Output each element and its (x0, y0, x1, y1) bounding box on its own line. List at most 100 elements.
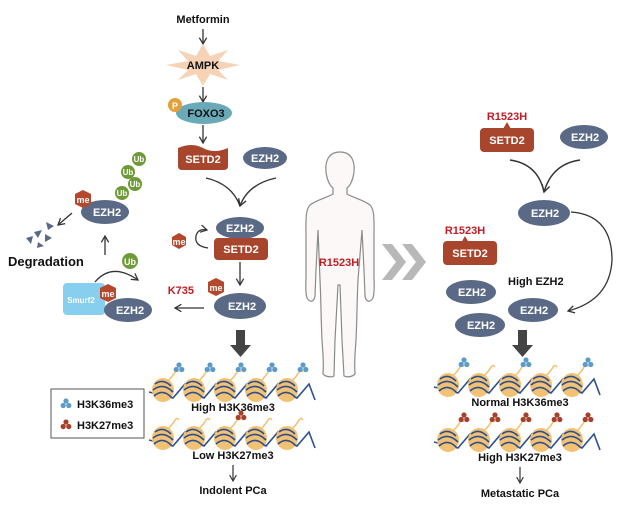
nucleosome-icon (213, 377, 237, 403)
nucleosome-icon (436, 372, 460, 398)
setd2-mid-node (443, 241, 497, 265)
histone-tail (228, 417, 242, 431)
curve-to-high-ezh2 (566, 211, 613, 314)
ub-badge-smurf2 (122, 253, 138, 269)
merge-curve-right (237, 177, 277, 208)
h3k27me3-mark-icon (582, 412, 594, 423)
histone-tail (513, 419, 527, 433)
dna-strand (148, 382, 316, 401)
chromatin-left-top (148, 362, 316, 403)
histone-tail (575, 419, 589, 433)
metastatic-pca-label: Metastatic PCa (481, 488, 560, 500)
histone-tail (575, 364, 589, 378)
ezh2-c-node (455, 313, 505, 337)
nucleosome-icon (467, 372, 491, 398)
ub-label-3: Ub (123, 168, 134, 177)
methylation-cycle-arrow (195, 224, 209, 249)
high-h3k36me3-label: High H3K36me3 (191, 402, 275, 414)
nucleosome-icon (213, 425, 237, 451)
histone-tail (197, 369, 211, 383)
nucleosome-icon (529, 427, 553, 453)
merge-curve-right-b (541, 159, 581, 194)
h3k36me3-mark-icon (582, 357, 594, 368)
me-hexagon-k735 (208, 278, 224, 296)
histone-tail (544, 419, 558, 433)
ezh2-b-label: EZH2 (520, 305, 548, 317)
me-label-cycle: me (172, 237, 185, 247)
human-mutation-label: R1523H (319, 257, 359, 269)
degraded-ezh2-node (81, 200, 129, 224)
complex-setd2-node (214, 238, 268, 260)
arrow-to-degradation (57, 212, 73, 226)
complex-ezh2-node (216, 217, 264, 239)
ezh2-top-label: EZH2 (571, 132, 599, 144)
normal-h3k36me3-label: Normal H3K36me3 (471, 397, 568, 409)
h3k36me3-mark-icon (266, 362, 278, 373)
phospho-label: P (172, 101, 178, 111)
ampk-label: AMPK (187, 60, 219, 72)
ub-label-4: Ub (134, 155, 145, 164)
nucleosome-icon (560, 372, 584, 398)
double-chevron-icon (382, 244, 426, 280)
nucleosome-icon (182, 425, 206, 451)
nucleosome-icon (498, 427, 522, 453)
me-label-k735: me (209, 283, 222, 293)
nucleosome-icon (244, 377, 268, 403)
degradation-label: Degradation (8, 254, 84, 269)
high-h3k27me3-label: High H3K27me3 (478, 452, 562, 464)
histone-tail (451, 419, 465, 433)
k735-label: K735 (168, 285, 194, 297)
histone-tail (513, 364, 527, 378)
nucleosome-icon (498, 372, 522, 398)
ub-chain-3 (121, 165, 135, 179)
me-hexagon-cycle (172, 233, 186, 249)
setd2-node (178, 145, 228, 170)
histone-tail (259, 417, 273, 431)
smurf2-label: Smurf2 (67, 296, 95, 305)
low-h3k27me3-label: Low H3K27me3 (192, 450, 273, 462)
setd2-label: SETD2 (185, 154, 220, 166)
me-label-smurf2: me (101, 289, 114, 299)
nucleosome-icon (436, 427, 460, 453)
methylated-ezh2-node (214, 293, 266, 319)
me-hexagon-smurf2 (100, 284, 116, 302)
big-down-arrow-left (230, 330, 251, 357)
degraded-ezh2-label: EZH2 (93, 207, 121, 219)
chromatin-right-bottom (433, 412, 601, 453)
ub-chain-4 (132, 152, 146, 166)
h3k27me3-mark-icon (520, 412, 532, 423)
legend-box (50, 388, 145, 439)
nucleosome-icon (275, 377, 299, 403)
h3k36me3-mark-icon (458, 357, 470, 368)
ezh2-mid-label: EZH2 (531, 208, 559, 220)
histone-tail (482, 364, 496, 378)
foxo3-label: FOXO3 (187, 108, 224, 120)
histone-tail (544, 364, 558, 378)
h3k36me3-mark-icon (520, 357, 532, 368)
histone-tail (259, 369, 273, 383)
ezh2-node (243, 147, 287, 169)
histone-tail (166, 369, 180, 383)
merge-curve-left (205, 177, 241, 207)
merge-curve-right-a (509, 159, 545, 193)
setd2-mid-label: SETD2 (452, 248, 487, 260)
h3k36me3-mark-icon (173, 362, 185, 373)
nucleosome-icon (275, 425, 299, 451)
dna-strand (148, 430, 316, 449)
smurf2-ezh2-label: EZH2 (116, 305, 144, 317)
h3k36me3-mark-icon (204, 362, 216, 373)
h3k36me3-mark-icon (297, 362, 309, 373)
smurf2-ezh2-node (104, 298, 152, 322)
complex-setd2-label: SETD2 (223, 244, 258, 256)
nucleosome-icon (467, 427, 491, 453)
ezh2-a-label: EZH2 (458, 287, 486, 299)
histone-tail (482, 419, 496, 433)
smurf2-node (63, 283, 105, 315)
dna-strand (433, 432, 601, 451)
mutation-top-label: R1523H (487, 111, 527, 123)
ub-chain-2 (128, 177, 142, 191)
nucleosome-icon (151, 425, 175, 451)
h3k27me3-mark-icon (458, 412, 470, 423)
nucleosome-icon (244, 425, 268, 451)
